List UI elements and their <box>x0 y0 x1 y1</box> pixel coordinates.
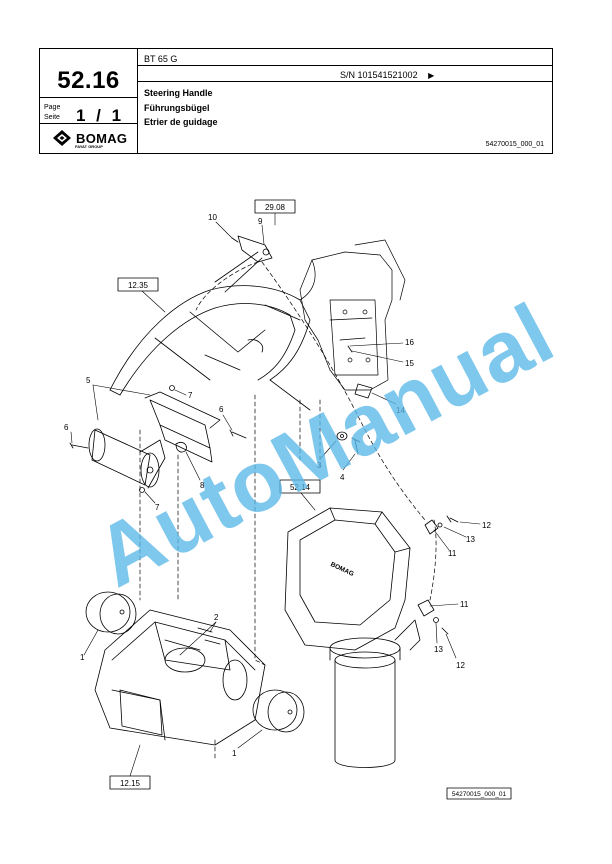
callout-12-top: 12 <box>482 521 491 530</box>
callout-7-top: 7 <box>188 391 193 400</box>
steering-handle <box>69 285 311 493</box>
callout-12-bottom: 12 <box>456 661 465 670</box>
throttle-lever <box>214 235 273 293</box>
callout-5: 5 <box>86 376 91 385</box>
callout-13-bottom: 13 <box>434 645 443 654</box>
doc-id: 54270015_000_01 <box>485 141 544 148</box>
ref-52-14: 52.14 <box>290 483 311 492</box>
logo-subtext: FAYAT GROUP <box>75 144 103 149</box>
header-block: 52.16 Page Seite 1 / 1 BOMAG FAYAT GROUP… <box>39 48 553 154</box>
ref-box-12-35 <box>117 277 159 292</box>
serial-number: S/N 101541521002 ▶ <box>340 70 434 80</box>
header-divider <box>137 81 552 82</box>
ref-box-52-14 <box>279 479 321 494</box>
callout-14: 14 <box>396 406 405 415</box>
callout-15: 15 <box>405 359 414 368</box>
callout-2: 2 <box>214 613 219 622</box>
housing-brand: BOMAG <box>329 561 355 578</box>
title-english: Steering Handle <box>144 88 213 98</box>
callout-13-top: 13 <box>466 535 475 544</box>
base-plate-assembly <box>85 591 305 746</box>
small-hardware <box>336 345 373 455</box>
callout-numbers: 1 1 2 3 4 5 6 6 7 7 8 9 10 11 11 12 12 1… <box>64 213 491 758</box>
bomag-logo: BOMAG <box>52 129 127 147</box>
title-french: Etrier de guidage <box>144 117 218 127</box>
serial-text: S/N 101541521002 <box>340 70 418 80</box>
bottom-doc-id: 54270015_000_01 <box>452 791 507 798</box>
callout-11-bottom: 11 <box>460 600 469 609</box>
serial-arrow-icon: ▶ <box>428 71 435 80</box>
title-german: Führungsbügel <box>144 103 210 113</box>
ref-29-08: 29.08 <box>265 203 286 212</box>
callout-6-right: 6 <box>219 405 224 414</box>
callout-7-bottom: 7 <box>155 503 160 512</box>
callout-6-left: 6 <box>64 423 69 432</box>
bomag-logo-icon <box>53 130 71 146</box>
callout-leaders <box>70 212 481 777</box>
callout-1-right: 1 <box>232 749 237 758</box>
right-fasteners <box>417 515 459 635</box>
mounting-bracket <box>299 239 406 391</box>
ref-12-15: 12.15 <box>120 779 141 788</box>
reference-boxes <box>109 199 512 800</box>
engine-cover-housing: BOMAG <box>284 507 421 768</box>
callout-10: 10 <box>208 213 217 222</box>
model-name: BT 65 G <box>144 54 178 64</box>
header-divider <box>137 65 552 66</box>
callout-8: 8 <box>200 481 205 490</box>
reference-texts: 29.08 12.35 52.14 12.15 54270015_000_01 <box>120 203 507 798</box>
dashed-assembly-lines <box>139 261 437 761</box>
seite-label: Seite <box>44 114 60 121</box>
header-divider <box>40 97 137 98</box>
header-divider <box>40 123 137 124</box>
logo-text: BOMAG <box>76 130 128 146</box>
header-divider-vertical <box>137 49 138 153</box>
ref-12-35: 12.35 <box>128 281 149 290</box>
callout-4: 4 <box>340 473 345 482</box>
callout-9: 9 <box>258 217 263 226</box>
callout-11-top: 11 <box>448 549 457 558</box>
ref-box-bottom-doc <box>446 787 512 800</box>
callout-16: 16 <box>405 338 414 347</box>
callout-1-left: 1 <box>80 653 85 662</box>
page-label: Page <box>44 104 61 111</box>
page-number: 52.16 <box>57 67 120 94</box>
page-count: 1 / 1 <box>76 106 125 125</box>
callout-3: 3 <box>317 461 322 470</box>
